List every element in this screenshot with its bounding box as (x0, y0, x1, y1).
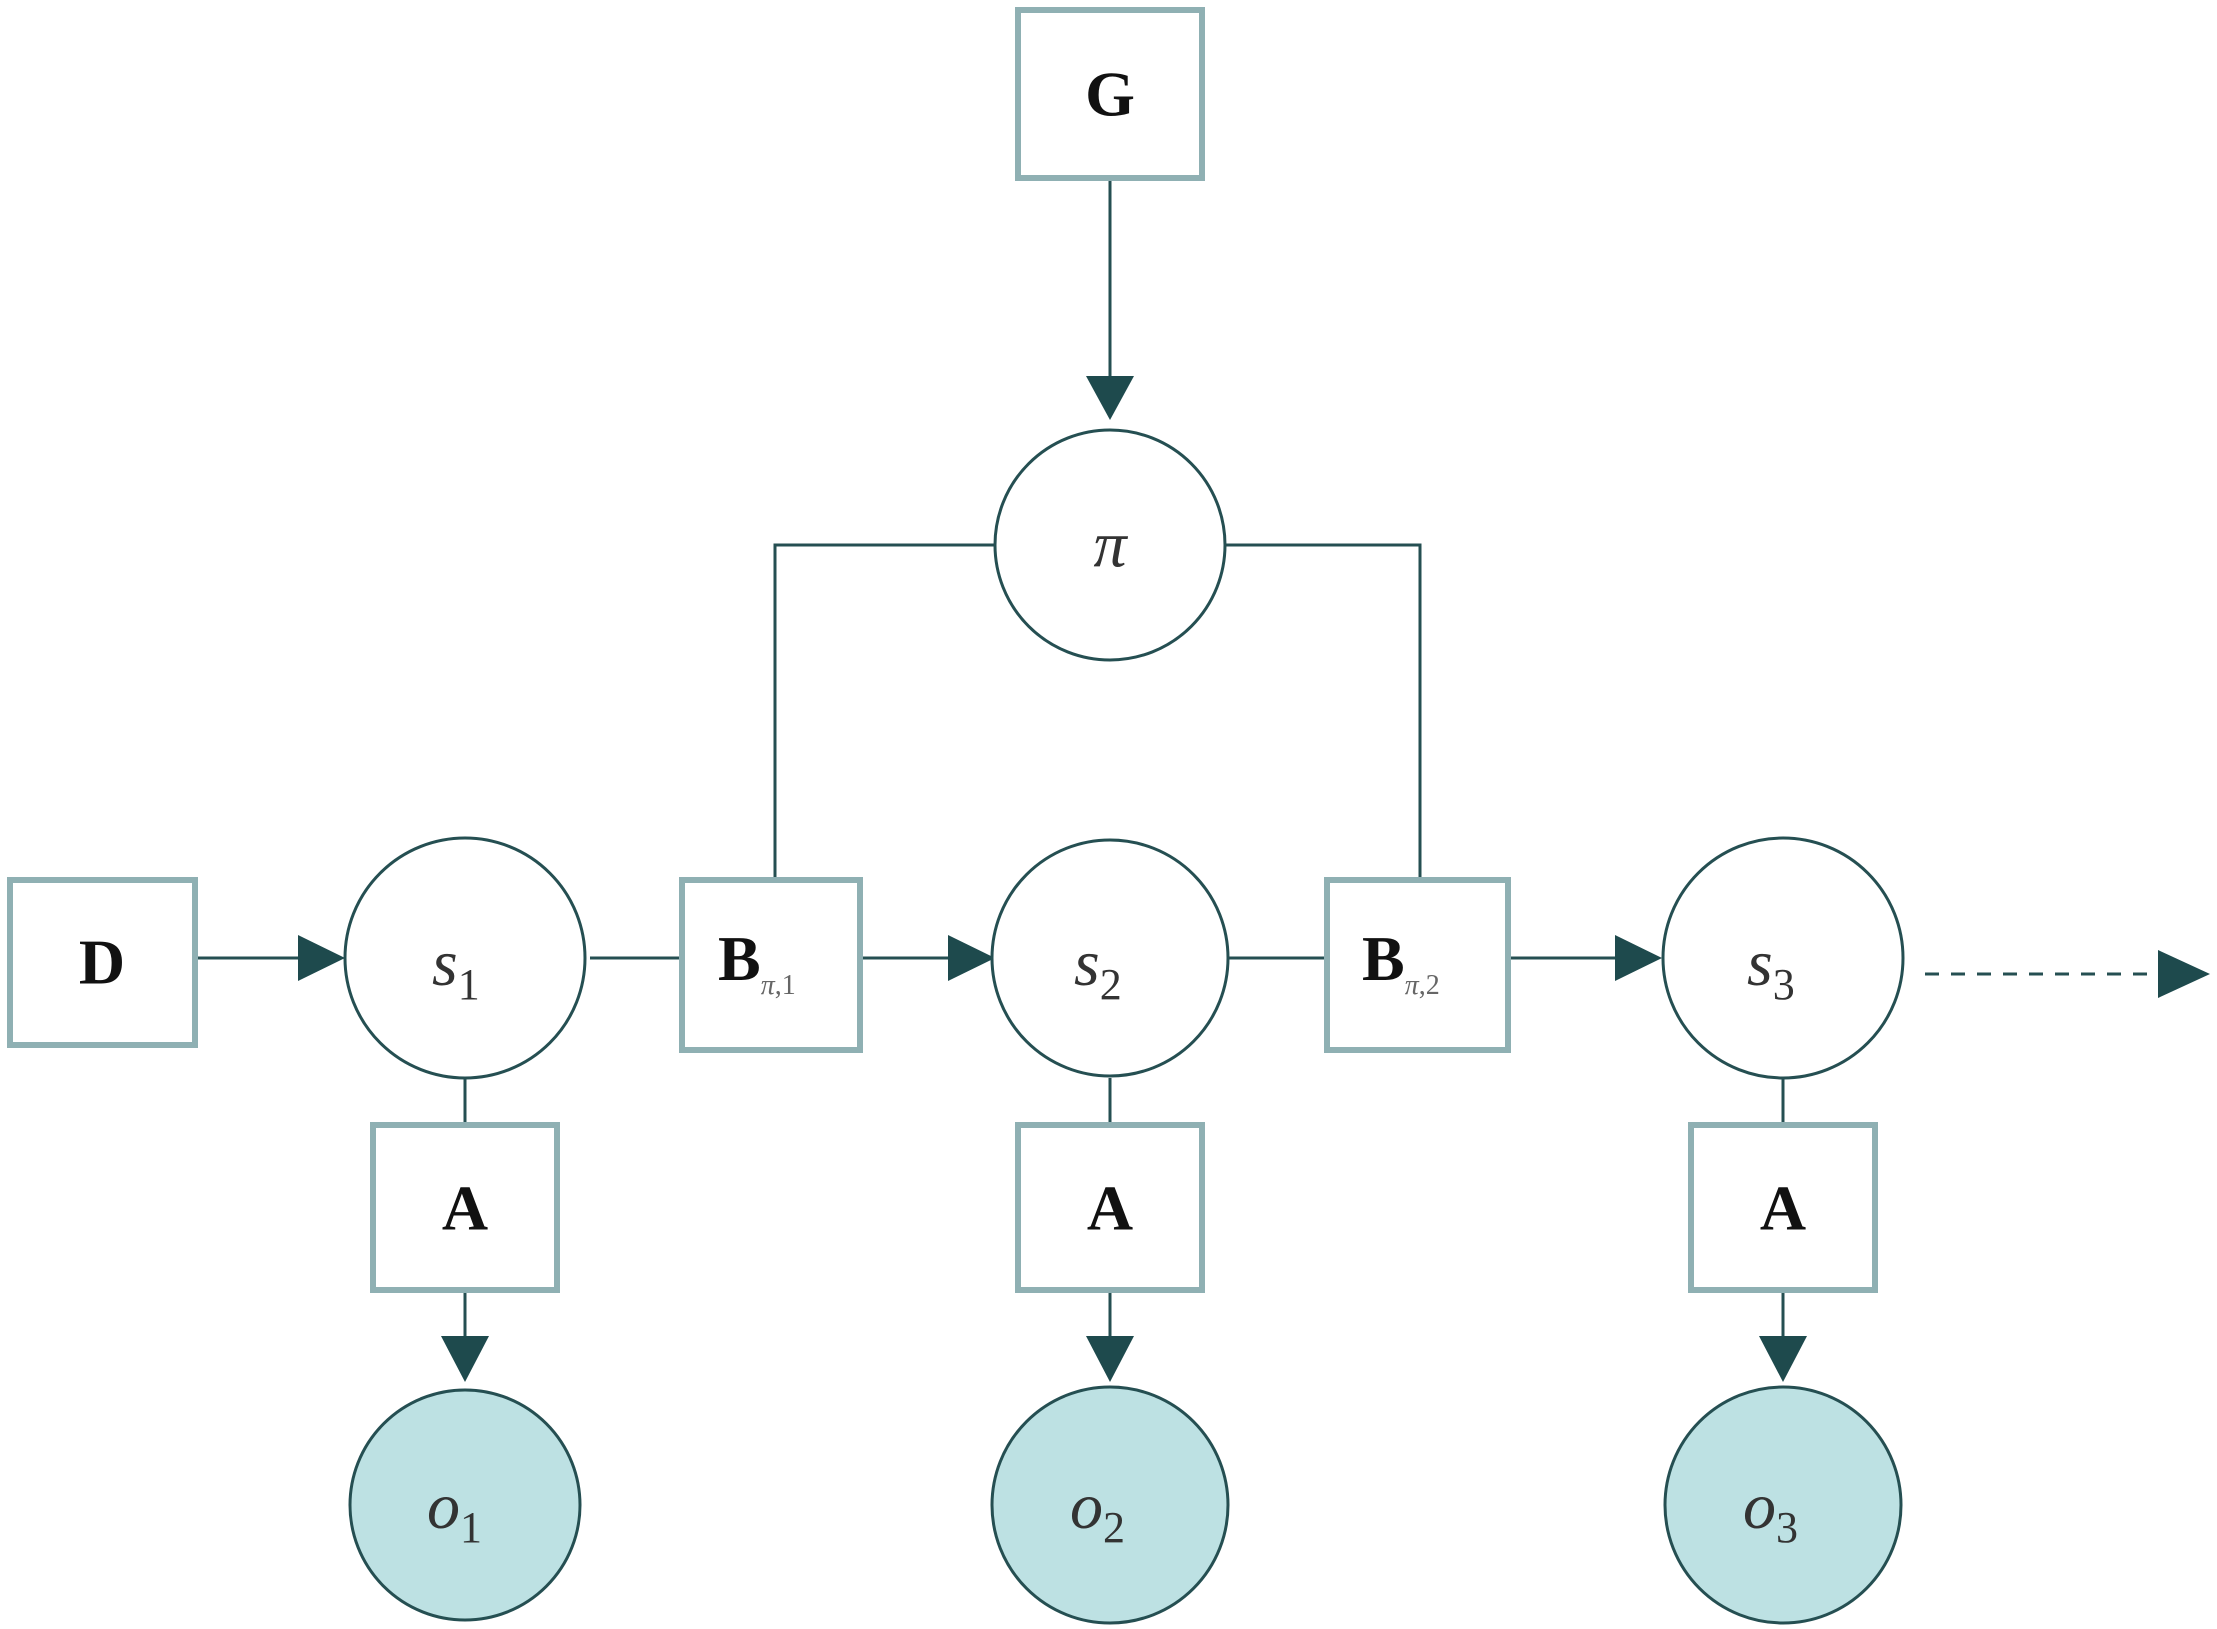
node-o3-sub: 3 (1776, 1503, 1798, 1552)
node-d-label: D (79, 927, 125, 998)
node-a2: A (1015, 1122, 1205, 1293)
node-b2-sub-idx: ,2 (1419, 970, 1440, 1001)
arrowhead-s3 (1615, 935, 1662, 981)
node-s2-label: s (1074, 927, 1100, 1000)
node-s1-sub: 1 (458, 960, 480, 1009)
node-a3-label: A (1760, 1173, 1806, 1244)
node-s2: s2 (990, 838, 1230, 1078)
node-s1: s1 (343, 836, 587, 1080)
edge-pi-to-b1 (773, 543, 995, 880)
node-b2: Bπ,2 (1324, 877, 1511, 1053)
svg-text:s1: s1 (432, 927, 480, 1009)
node-a1-label: A (442, 1173, 488, 1244)
svg-text:s2: s2 (1074, 927, 1122, 1009)
arrowhead-s1 (298, 935, 345, 981)
node-b2-label: B (1362, 923, 1405, 994)
node-o2-label: o (1070, 1470, 1103, 1543)
node-o3: o3 (1663, 1385, 1903, 1625)
node-s1-label: s (432, 927, 458, 1000)
node-s3-label: s (1747, 927, 1773, 1000)
node-b1: Bπ,1 (679, 877, 863, 1053)
node-o2-sub: 2 (1103, 1503, 1125, 1552)
svg-text:Bπ,2: Bπ,2 (1362, 923, 1440, 1001)
node-o1-label: o (427, 1470, 460, 1543)
node-d: D (7, 877, 198, 1048)
arrowhead-continuation (2158, 950, 2210, 998)
node-pi: π (993, 428, 1227, 662)
node-g: G (1015, 7, 1205, 181)
arrowhead-pi (1086, 376, 1134, 420)
svg-text:o2: o2 (1070, 1470, 1125, 1552)
node-b2-sub-var: π (1405, 970, 1420, 1001)
edge-pi-to-b2 (1225, 543, 1422, 880)
svg-text:o3: o3 (1743, 1470, 1798, 1552)
node-s3: s3 (1661, 836, 1905, 1080)
node-pi-label: π (1093, 509, 1128, 582)
node-o3-label: o (1743, 1470, 1776, 1543)
arrowhead-o3 (1759, 1336, 1807, 1382)
arrowhead-s2 (948, 935, 995, 981)
arrowhead-o2 (1086, 1336, 1134, 1382)
node-o1-sub: 1 (460, 1503, 482, 1552)
node-a1: A (370, 1122, 560, 1293)
svg-text:s3: s3 (1747, 927, 1795, 1009)
node-a2-label: A (1087, 1173, 1133, 1244)
node-b1-sub-idx: ,1 (775, 970, 796, 1001)
node-a3: A (1688, 1122, 1878, 1293)
svg-text:o1: o1 (427, 1470, 482, 1552)
node-b1-label: B (718, 923, 761, 994)
node-b1-sub-var: π (761, 970, 776, 1001)
node-o1: o1 (348, 1388, 582, 1622)
node-s2-sub: 2 (1100, 960, 1122, 1009)
svg-text:Bπ,1: Bπ,1 (718, 923, 796, 1001)
node-g-label: G (1085, 59, 1135, 130)
arrowhead-o1 (441, 1336, 489, 1382)
node-s3-sub: 3 (1773, 960, 1795, 1009)
node-o2: o2 (990, 1385, 1230, 1625)
